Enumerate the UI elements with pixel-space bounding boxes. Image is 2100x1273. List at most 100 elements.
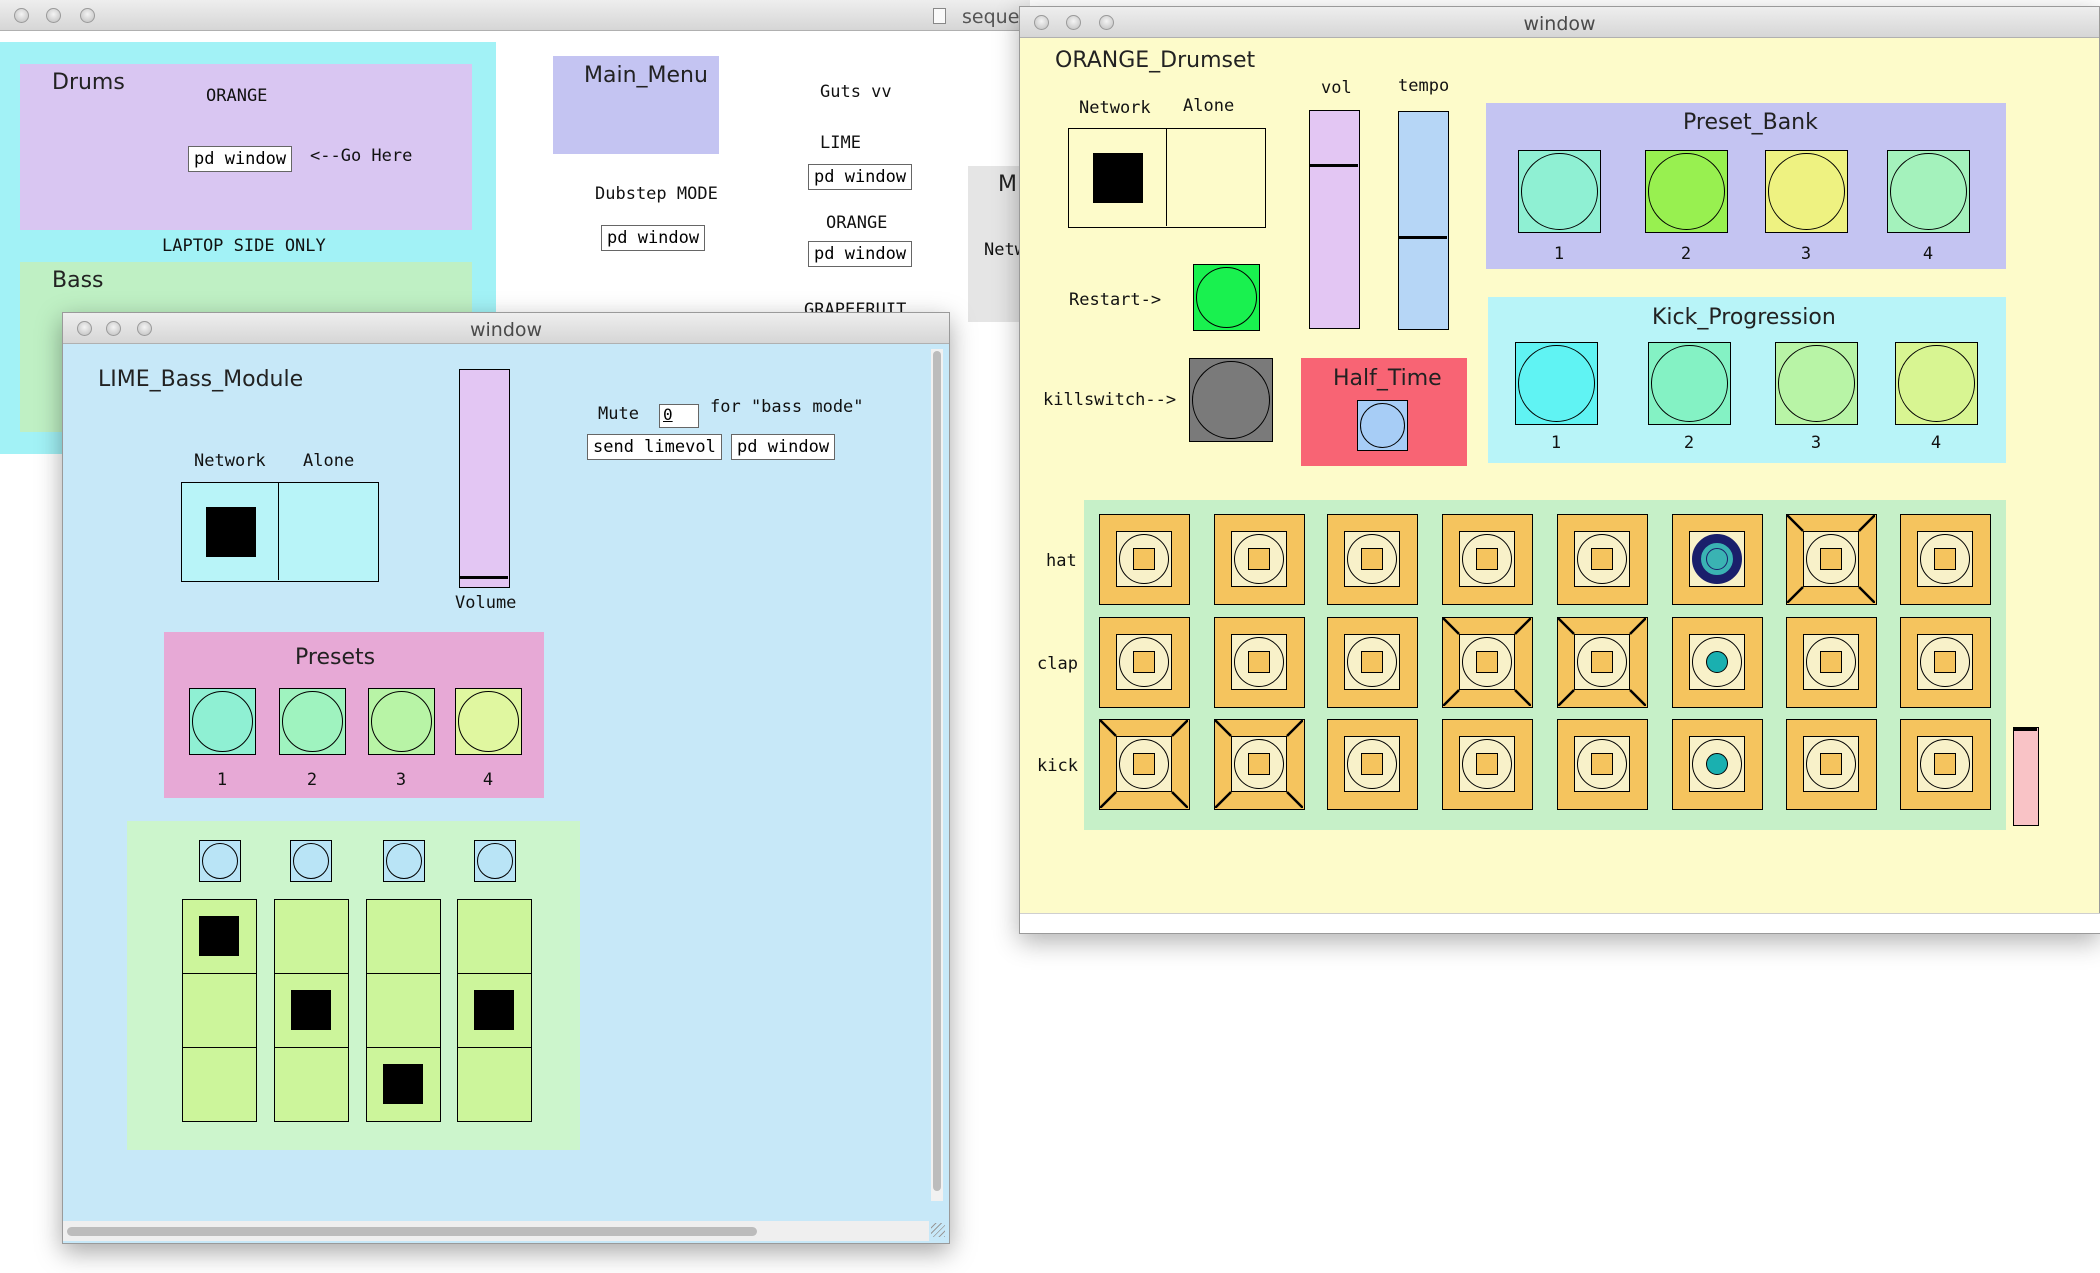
kick-step-8-pad[interactable]	[1900, 719, 1991, 810]
step-active-cross-icon	[1558, 618, 1646, 706]
main-menu-title: Main_Menu	[584, 63, 708, 88]
main-patch-title: seque	[962, 6, 1020, 28]
lime-seq-col3-row2[interactable]	[366, 973, 441, 1048]
drum-side-slider[interactable]	[2013, 727, 2039, 826]
kick-step-2-pad[interactable]	[1214, 719, 1305, 810]
kick-progression-3-button[interactable]	[1775, 342, 1858, 425]
clap-step-1-pad[interactable]	[1099, 617, 1190, 708]
lime-seq-col4-row1[interactable]	[457, 899, 532, 974]
step-center-square-icon	[1248, 753, 1270, 775]
hat-step-3-pad[interactable]	[1327, 514, 1418, 605]
clap-step-8-pad[interactable]	[1900, 617, 1991, 708]
lime-bass-titlebar[interactable]: window	[63, 313, 949, 344]
zoom-icon[interactable]	[137, 321, 152, 336]
pd-window-lime-button[interactable]: pd window	[808, 164, 913, 190]
lime-alone-label: Alone	[303, 451, 355, 471]
preset-bank-1-button[interactable]	[1518, 150, 1601, 233]
preset-bank-4-button[interactable]	[1887, 150, 1970, 233]
orange-drumset-titlebar[interactable]: window	[1020, 7, 2099, 38]
pd-window-dubstep-button[interactable]: pd window	[601, 225, 706, 251]
step-center-square-icon	[1591, 753, 1613, 775]
drum-tempo-slider-thumb[interactable]	[1399, 236, 1447, 239]
lime-preset-2-button[interactable]	[279, 688, 346, 755]
lime-preset-4-button[interactable]	[455, 688, 522, 755]
drum-network-alone-radio[interactable]	[1068, 128, 1266, 228]
step-active-cross-icon	[1215, 720, 1303, 808]
step-center-square-icon	[1934, 651, 1956, 673]
lime-preset-1-button[interactable]	[189, 688, 256, 755]
step-circle-icon	[1577, 637, 1627, 687]
minimize-icon[interactable]	[1066, 15, 1081, 30]
drum-side-slider-thumb[interactable]	[2014, 728, 2037, 731]
clap-step-2-pad[interactable]	[1214, 617, 1305, 708]
lime-column-4-bang[interactable]	[474, 840, 516, 882]
lime-volume-slider-thumb[interactable]	[460, 576, 508, 579]
kick-progression-2-button[interactable]	[1648, 342, 1731, 425]
kick-step-3-pad[interactable]	[1327, 719, 1418, 810]
step-center-square-icon	[1706, 548, 1728, 570]
hat-step-5-pad[interactable]	[1557, 514, 1648, 605]
main-patch-titlebar[interactable]: seque	[0, 0, 1030, 31]
preset-bank-3-button[interactable]	[1765, 150, 1848, 233]
lime-volume-slider[interactable]	[459, 369, 510, 588]
step-circle-icon	[1806, 739, 1856, 789]
hat-step-8-pad[interactable]	[1900, 514, 1991, 605]
resize-grip-icon[interactable]	[931, 1223, 945, 1237]
restart-button[interactable]	[1193, 264, 1260, 331]
kick-step-1-pad[interactable]	[1099, 719, 1190, 810]
clap-step-3-pad[interactable]	[1327, 617, 1418, 708]
minimize-icon[interactable]	[106, 321, 121, 336]
horizontal-scrollbar-thumb[interactable]	[67, 1227, 757, 1236]
horizontal-scrollbar[interactable]	[63, 1221, 929, 1241]
preset-bank-2-button[interactable]	[1645, 150, 1728, 233]
hat-step-2-pad[interactable]	[1214, 514, 1305, 605]
lime-seq-col2-row3[interactable]	[274, 1047, 349, 1122]
close-icon[interactable]	[1034, 15, 1049, 30]
lime-seq-col3-row1[interactable]	[366, 899, 441, 974]
lime-network-alone-radio[interactable]	[181, 482, 379, 582]
main-menu-panel[interactable]	[553, 56, 719, 154]
drum-tempo-slider[interactable]	[1398, 111, 1449, 330]
mute-number-box[interactable]: 0	[659, 404, 699, 428]
hat-step-1-pad[interactable]	[1099, 514, 1190, 605]
hat-step-7-pad[interactable]	[1786, 514, 1877, 605]
send-limevol-button[interactable]: send limevol	[587, 434, 722, 460]
clap-step-5-pad[interactable]	[1557, 617, 1648, 708]
kick-progression-1-button[interactable]	[1515, 342, 1598, 425]
half-time-button[interactable]	[1357, 400, 1408, 451]
drum-network-option[interactable]	[1069, 129, 1167, 226]
vertical-scrollbar[interactable]	[931, 349, 943, 1201]
drum-vol-slider[interactable]	[1309, 110, 1360, 329]
clap-step-6-pad[interactable]	[1672, 617, 1763, 708]
hat-step-4-pad[interactable]	[1442, 514, 1533, 605]
lime-pd-window-button[interactable]: pd window	[731, 434, 836, 460]
clap-step-4-pad[interactable]	[1442, 617, 1533, 708]
restart-label: Restart->	[1069, 290, 1162, 310]
kick-step-7-pad[interactable]	[1786, 719, 1877, 810]
lime-seq-col1-row2[interactable]	[182, 973, 257, 1048]
zoom-icon[interactable]	[80, 8, 95, 23]
kick-progression-4-button[interactable]	[1895, 342, 1978, 425]
lime-preset-3-button[interactable]	[368, 688, 435, 755]
close-icon[interactable]	[14, 8, 29, 23]
lime-seq-col1-row3[interactable]	[182, 1047, 257, 1122]
kick-step-5-pad[interactable]	[1557, 719, 1648, 810]
kick-step-6-pad[interactable]	[1672, 719, 1763, 810]
zoom-icon[interactable]	[1099, 15, 1114, 30]
drum-vol-slider-thumb[interactable]	[1310, 164, 1358, 167]
killswitch-button[interactable]	[1189, 358, 1273, 442]
pd-window-drums-button[interactable]: pd window	[188, 146, 293, 172]
lime-column-2-bang[interactable]	[290, 840, 332, 882]
hat-step-6-pad[interactable]	[1672, 514, 1763, 605]
close-icon[interactable]	[77, 321, 92, 336]
lime-seq-col2-row1[interactable]	[274, 899, 349, 974]
lime-seq-col4-row3[interactable]	[457, 1047, 532, 1122]
vertical-scrollbar-thumb[interactable]	[933, 351, 941, 1191]
kick-step-4-pad[interactable]	[1442, 719, 1533, 810]
minimize-icon[interactable]	[46, 8, 61, 23]
lime-network-option[interactable]	[182, 483, 279, 580]
lime-column-3-bang[interactable]	[383, 840, 425, 882]
lime-column-1-bang[interactable]	[199, 840, 241, 882]
clap-step-7-pad[interactable]	[1786, 617, 1877, 708]
pd-window-orange-button[interactable]: pd window	[808, 241, 913, 267]
